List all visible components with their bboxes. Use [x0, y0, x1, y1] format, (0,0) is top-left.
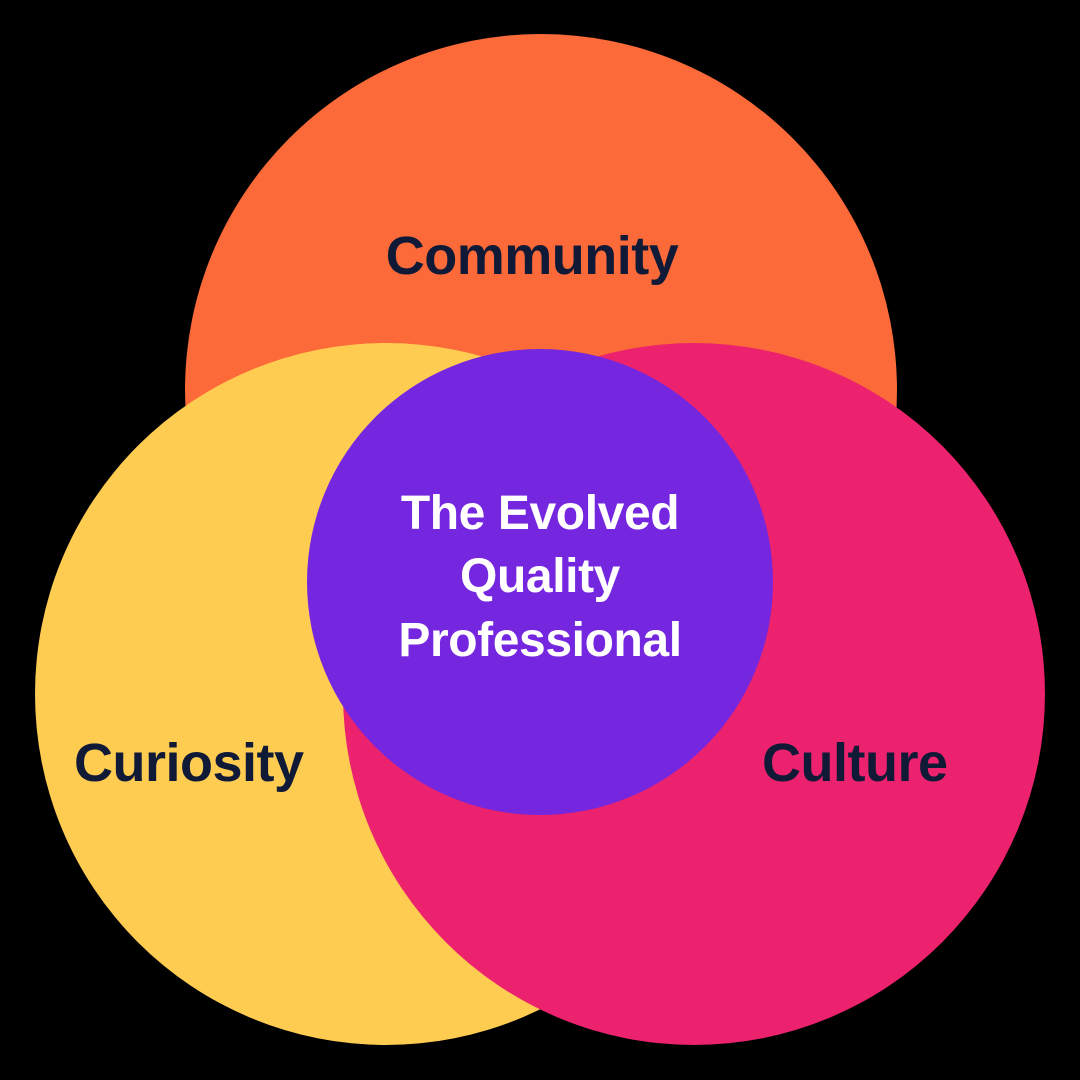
venn-circle-intersection[interactable] [307, 349, 773, 815]
intersection-line-2: Quality [460, 550, 620, 604]
venn-label-curiosity: Curiosity [74, 733, 304, 793]
venn-label-culture: Culture [762, 733, 948, 793]
venn-label-intersection: The Evolved Quality Professional [340, 482, 740, 672]
intersection-line-1: The Evolved [400, 487, 680, 540]
venn-label-community: Community [385, 226, 679, 286]
intersection-line-3: Professional [398, 613, 682, 667]
